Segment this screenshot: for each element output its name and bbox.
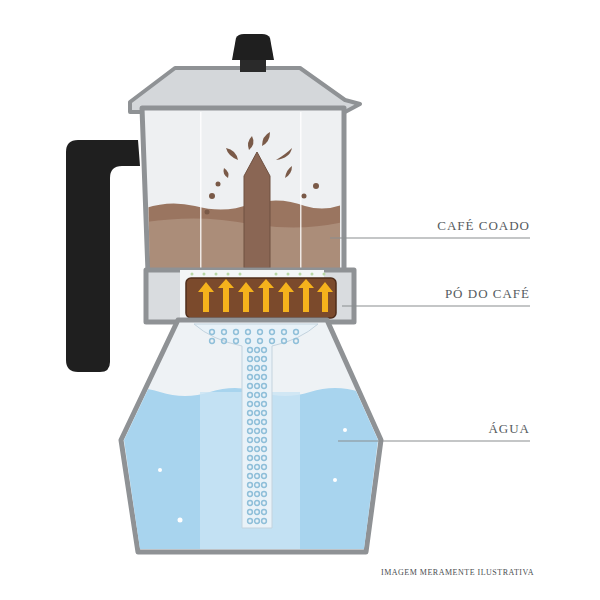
water-dot bbox=[248, 519, 253, 524]
water-dot bbox=[248, 348, 253, 353]
water-dot bbox=[262, 348, 267, 353]
water-dot bbox=[255, 411, 260, 416]
water-dot bbox=[262, 483, 267, 488]
part-label: CAFÉ COADO bbox=[437, 218, 530, 234]
water-dot bbox=[234, 339, 239, 344]
water-dot bbox=[270, 339, 275, 344]
water-dot bbox=[282, 339, 287, 344]
water-dot bbox=[255, 438, 260, 443]
water-dot bbox=[248, 411, 253, 416]
collar bbox=[146, 270, 354, 322]
water-dot bbox=[282, 330, 287, 335]
water-dot bbox=[255, 483, 260, 488]
water-dot bbox=[248, 465, 253, 470]
water-dot bbox=[248, 384, 253, 389]
water-dot bbox=[294, 339, 299, 344]
water-dot bbox=[255, 429, 260, 434]
water-dot bbox=[258, 339, 263, 344]
water-dot bbox=[248, 483, 253, 488]
water-dot bbox=[262, 447, 267, 452]
water-dot bbox=[262, 357, 267, 362]
water-dot bbox=[246, 330, 251, 335]
water-dot bbox=[210, 330, 215, 335]
water-dot bbox=[248, 357, 253, 362]
water-dot bbox=[255, 366, 260, 371]
water-dot bbox=[262, 501, 267, 506]
water-dot bbox=[294, 330, 299, 335]
coffee-grounds bbox=[186, 273, 336, 319]
water-dot bbox=[248, 447, 253, 452]
water-dot bbox=[248, 510, 253, 515]
water-dot bbox=[258, 330, 263, 335]
part-label: ÁGUA bbox=[488, 421, 530, 437]
water-dot bbox=[262, 384, 267, 389]
water-dot bbox=[248, 456, 253, 461]
water-dot bbox=[222, 339, 227, 344]
handle bbox=[66, 140, 140, 372]
lid bbox=[130, 34, 360, 112]
water-dot bbox=[262, 375, 267, 380]
water-dot bbox=[246, 339, 251, 344]
water-dot bbox=[248, 375, 253, 380]
water-dot bbox=[262, 474, 267, 479]
water-dot bbox=[248, 393, 253, 398]
water-dot bbox=[262, 420, 267, 425]
water-dot bbox=[210, 339, 215, 344]
water-dot bbox=[255, 447, 260, 452]
water-dot bbox=[255, 348, 260, 353]
water-dot bbox=[255, 420, 260, 425]
water-dot bbox=[270, 330, 275, 335]
water-dot bbox=[248, 501, 253, 506]
water-dot bbox=[222, 330, 227, 335]
water-dot bbox=[262, 402, 267, 407]
water-dot bbox=[255, 357, 260, 362]
water-dot bbox=[262, 456, 267, 461]
part-label: PÓ DO CAFÉ bbox=[445, 286, 530, 302]
water-dot bbox=[255, 474, 260, 479]
water-dot bbox=[262, 366, 267, 371]
water-dot bbox=[248, 429, 253, 434]
water-dot bbox=[255, 375, 260, 380]
upper-chamber bbox=[142, 108, 344, 272]
water-dot bbox=[248, 366, 253, 371]
water-dot bbox=[255, 492, 260, 497]
water-dot bbox=[262, 438, 267, 443]
water-dot bbox=[248, 420, 253, 425]
water-dot bbox=[255, 456, 260, 461]
water-dot bbox=[255, 519, 260, 524]
water-dot bbox=[255, 402, 260, 407]
water-dot bbox=[262, 519, 267, 524]
water-dot bbox=[255, 384, 260, 389]
water-dot bbox=[262, 510, 267, 515]
water-dot bbox=[248, 402, 253, 407]
water-dot bbox=[262, 411, 267, 416]
water-dot bbox=[255, 465, 260, 470]
water-dot bbox=[262, 429, 267, 434]
water-dot bbox=[255, 393, 260, 398]
water-dot bbox=[248, 438, 253, 443]
water-dot bbox=[262, 393, 267, 398]
leader-lines bbox=[330, 238, 530, 441]
water-dot bbox=[255, 510, 260, 515]
water-dot bbox=[262, 492, 267, 497]
water-dot bbox=[248, 492, 253, 497]
water-dot bbox=[234, 330, 239, 335]
water-dot bbox=[248, 474, 253, 479]
water-dot bbox=[255, 501, 260, 506]
water-dot bbox=[262, 465, 267, 470]
watermark-note: IMAGEM MERAMENTE ILUSTRATIVA bbox=[381, 568, 534, 577]
